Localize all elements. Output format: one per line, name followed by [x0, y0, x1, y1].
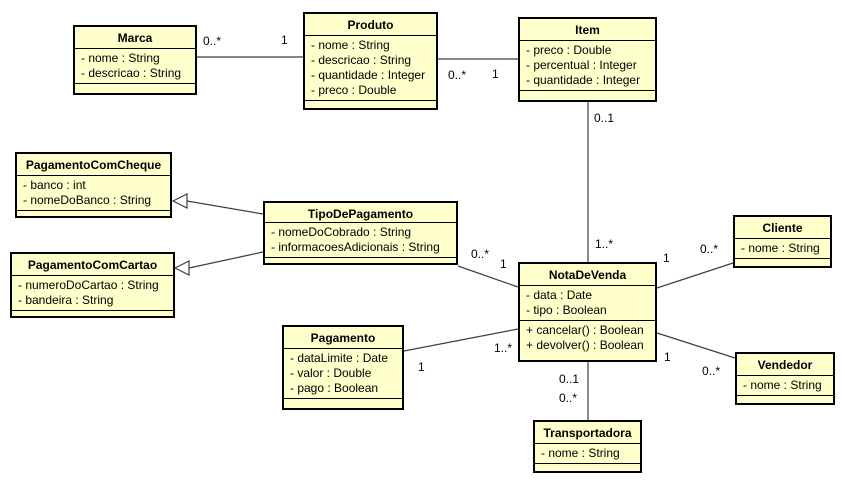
class-member: - pago : Boolean [290, 381, 379, 395]
class-member: - nomeDoBanco : String [23, 193, 152, 207]
class-member: - quantidade : Integer [526, 73, 641, 87]
association-notadevenda-vendedor [656, 332, 736, 359]
generalization-tipodepagamento-pagamentocomcheque [186, 200, 264, 215]
class-member: - tipo : Boolean [526, 303, 607, 317]
multiplicity-marca-produto-at-marca: 0..* [203, 34, 222, 48]
association-notadevenda-cliente [656, 262, 734, 289]
class-attributes-pagamento: - dataLimite : Date- valor : Double- pag… [284, 348, 402, 398]
class-member: - informacoesAdicionais : String [271, 240, 440, 254]
class-member: - bandeira : String [18, 293, 114, 307]
class-member: + devolver() : Boolean [526, 338, 644, 352]
class-marca[interactable]: Marca - nome : String- descricao : Strin… [73, 25, 197, 95]
multiplicity-nota-vendedor-at-nota: 1 [664, 350, 671, 364]
class-title-pagamentocomcartao: PagamentoComCartao [27, 258, 158, 272]
multiplicity-produto-item-at-produto: 0..* [448, 68, 467, 82]
class-attributes-transportadora: - nome : String [535, 443, 640, 463]
class-title-tipodepagamento: TipoDePagamento [307, 207, 414, 221]
class-member: - descricao : String [81, 66, 182, 80]
class-attributes-produto: - nome : String- descricao : String- qua… [305, 35, 436, 100]
class-produto[interactable]: Produto - nome : String- descricao : Str… [303, 12, 438, 110]
generalization-tipodepagamento-pagamentocomcartao [188, 251, 264, 269]
association-pagamento-notadevenda [403, 328, 519, 352]
class-title-pagamento: Pagamento [310, 331, 376, 345]
class-methods-vendedor [737, 395, 833, 403]
class-member: - data : Date [526, 288, 593, 302]
class-title-marca: Marca [117, 31, 153, 45]
class-pagamento[interactable]: Pagamento - dataLimite : Date- valor : D… [282, 325, 404, 410]
class-attributes-notadevenda: - data : Date- tipo : Boolean [520, 285, 655, 320]
class-methods-marca [75, 83, 195, 93]
multiplicity-marca-produto-at-produto: 1 [281, 33, 288, 47]
class-member: - banco : int [23, 178, 86, 192]
multiplicity-nota-transportadora-at-transportadora: 0..* [559, 391, 578, 405]
class-member: - preco : Double [311, 83, 397, 97]
class-title-pagamentocomcheque: PagamentoComCheque [25, 158, 162, 172]
class-methods-tipodepagamento [265, 257, 456, 263]
class-methods-cliente [735, 258, 830, 266]
class-vendedor[interactable]: Vendedor - nome : String [735, 352, 835, 405]
class-methods-produto [305, 100, 436, 108]
class-attributes-pagamentocomcartao: - numeroDoCartao : String- bandeira : St… [12, 275, 173, 310]
class-pagamentocomcartao[interactable]: PagamentoComCartao - numeroDoCartao : St… [10, 252, 175, 318]
multiplicity-pagamento-nota-at-nota: 1..* [494, 341, 513, 355]
class-attributes-cliente: - nome : String [735, 238, 830, 258]
class-member: - nome : String [541, 446, 620, 460]
multiplicity-nota-transportadora-at-nota: 0..1 [559, 372, 580, 386]
class-methods-notadevenda: + cancelar() : Boolean+ devolver() : Boo… [520, 320, 655, 360]
class-title-vendedor: Vendedor [757, 358, 813, 372]
class-attributes-tipodepagamento: - nomeDoCobrado : String- informacoesAdi… [265, 222, 456, 257]
class-member: - descricao : String [311, 53, 412, 67]
class-methods-item [520, 90, 655, 100]
multiplicity-item-nota-at-nota: 1..* [595, 237, 614, 251]
class-attributes-pagamentocomcheque: - banco : int- nomeDoBanco : String [17, 175, 170, 210]
generalization-arrowhead-cartao-icon [173, 260, 190, 276]
class-methods-pagamentocomcheque [17, 210, 170, 216]
multiplicity-tipo-nota-at-tipo: 0..* [471, 247, 490, 261]
class-methods-transportadora [535, 463, 640, 471]
class-member: - nome : String [311, 38, 390, 52]
class-item[interactable]: Item - preco : Double- percentual : Inte… [518, 17, 657, 102]
association-tipodepagamento-notadevenda [457, 265, 519, 288]
multiplicity-nota-cliente-at-nota: 1 [663, 251, 670, 265]
class-notadevenda[interactable]: NotaDeVenda - data : Date- tipo : Boolea… [518, 262, 657, 362]
generalization-arrowhead-cheque-icon [171, 193, 188, 209]
class-member: - nomeDoCobrado : String [271, 225, 412, 239]
class-methods-pagamentocomcartao [12, 310, 173, 316]
class-tipodepagamento[interactable]: TipoDePagamento - nomeDoCobrado : String… [263, 201, 458, 265]
class-member: - preco : Double [526, 43, 612, 57]
class-attributes-item: - preco : Double- percentual : Integer- … [520, 40, 655, 90]
class-title-transportadora: Transportadora [543, 426, 632, 440]
class-member: - quantidade : Integer [311, 68, 426, 82]
class-title-cliente: Cliente [762, 221, 803, 235]
class-cliente[interactable]: Cliente - nome : String [733, 215, 832, 268]
class-member: - valor : Double [290, 366, 372, 380]
class-attributes-marca: - nome : String- descricao : String [75, 48, 195, 83]
class-member: - dataLimite : Date [290, 351, 389, 365]
class-attributes-vendedor: - nome : String [737, 375, 833, 395]
class-pagamentocomcheque[interactable]: PagamentoComCheque - banco : int- nomeDo… [15, 152, 172, 218]
multiplicity-item-nota-at-item: 0..1 [594, 111, 615, 125]
class-transportadora[interactable]: Transportadora - nome : String [533, 420, 642, 473]
class-member: + cancelar() : Boolean [526, 323, 644, 337]
class-member: - numeroDoCartao : String [18, 278, 159, 292]
multiplicity-pagamento-nota-at-pagamento: 1 [418, 360, 425, 374]
class-methods-pagamento [284, 398, 402, 408]
class-member: - nome : String [743, 378, 822, 392]
class-title-produto: Produto [347, 18, 394, 32]
class-member: - nome : String [81, 51, 160, 65]
class-member: - nome : String [741, 241, 820, 255]
multiplicity-tipo-nota-at-nota: 1 [500, 257, 507, 271]
class-member: - percentual : Integer [526, 58, 637, 72]
class-title-item: Item [575, 23, 600, 37]
multiplicity-nota-vendedor-at-vendedor: 0..* [702, 364, 721, 378]
multiplicity-produto-item-at-item: 1 [492, 67, 499, 81]
class-title-notadevenda: NotaDeVenda [548, 268, 627, 282]
multiplicity-nota-cliente-at-cliente: 0..* [700, 242, 719, 256]
